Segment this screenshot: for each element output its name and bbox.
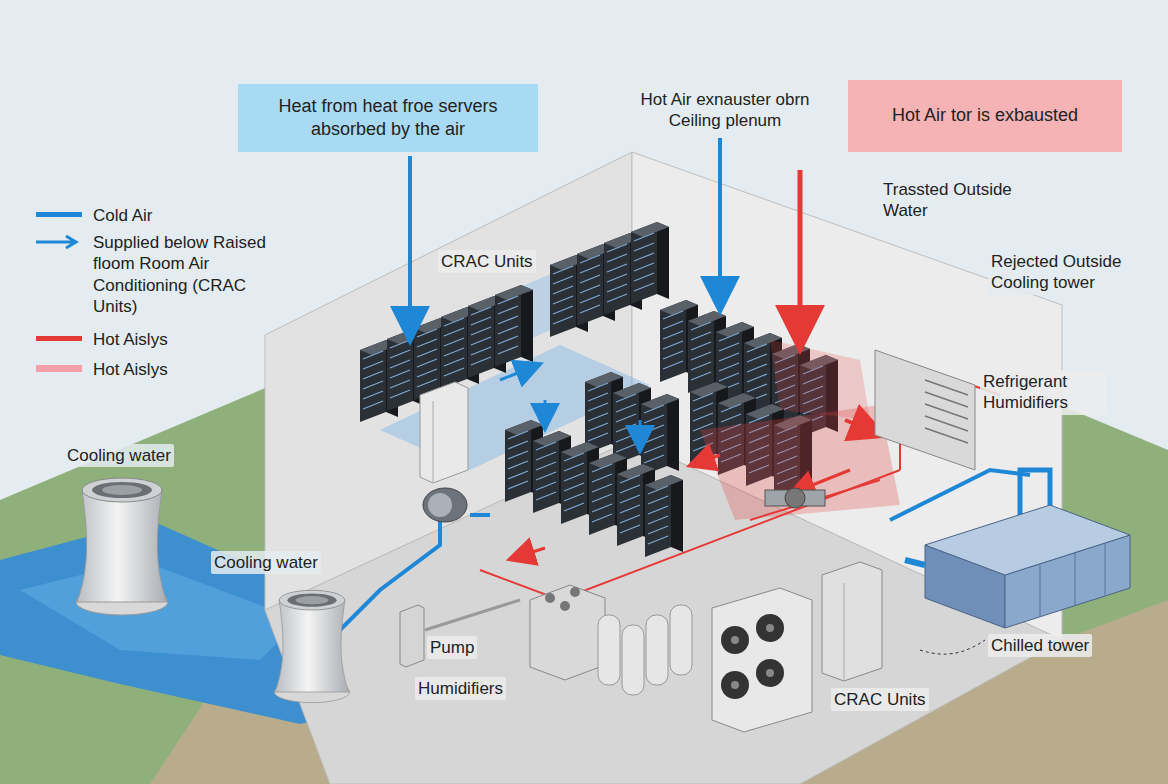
part-label: CRAC Units	[438, 250, 536, 273]
part-label: Pump	[427, 636, 477, 659]
part-label: Rejected Outside Cooling tower	[988, 250, 1144, 295]
legend-text: Supplied below Raised floom Room Air Con…	[90, 231, 271, 318]
part-label: Humidifiers	[415, 677, 506, 700]
box-text: Heat from heat froe servers absorbed by …	[250, 95, 526, 142]
part-label: Trassted Outside Water	[880, 178, 1056, 223]
callout-box: Heat from heat froe servers absorbed by …	[238, 84, 538, 152]
legend-text: Hot Aislys	[90, 358, 271, 381]
legend-swatch	[36, 365, 82, 372]
part-label: Refrigerant Humidifiers	[980, 370, 1106, 415]
legend-swatch	[36, 336, 82, 341]
part-label: Cooling water	[64, 444, 174, 467]
legend-text: Hot Aislys	[90, 328, 271, 351]
part-label: Chilled tower	[988, 634, 1092, 657]
legend-arrow	[34, 232, 84, 252]
legend-text: Cold Air	[90, 204, 271, 227]
part-label: CRAC Units	[831, 688, 929, 711]
part-label: Cooling water	[211, 551, 321, 574]
part-label: Hot Air exnauster obrn Ceiling plenum	[612, 88, 838, 133]
legend-swatch	[36, 212, 82, 217]
callout-box: Hot Air tor is exbausted	[848, 80, 1122, 152]
box-text: Hot Air tor is exbausted	[892, 104, 1078, 127]
